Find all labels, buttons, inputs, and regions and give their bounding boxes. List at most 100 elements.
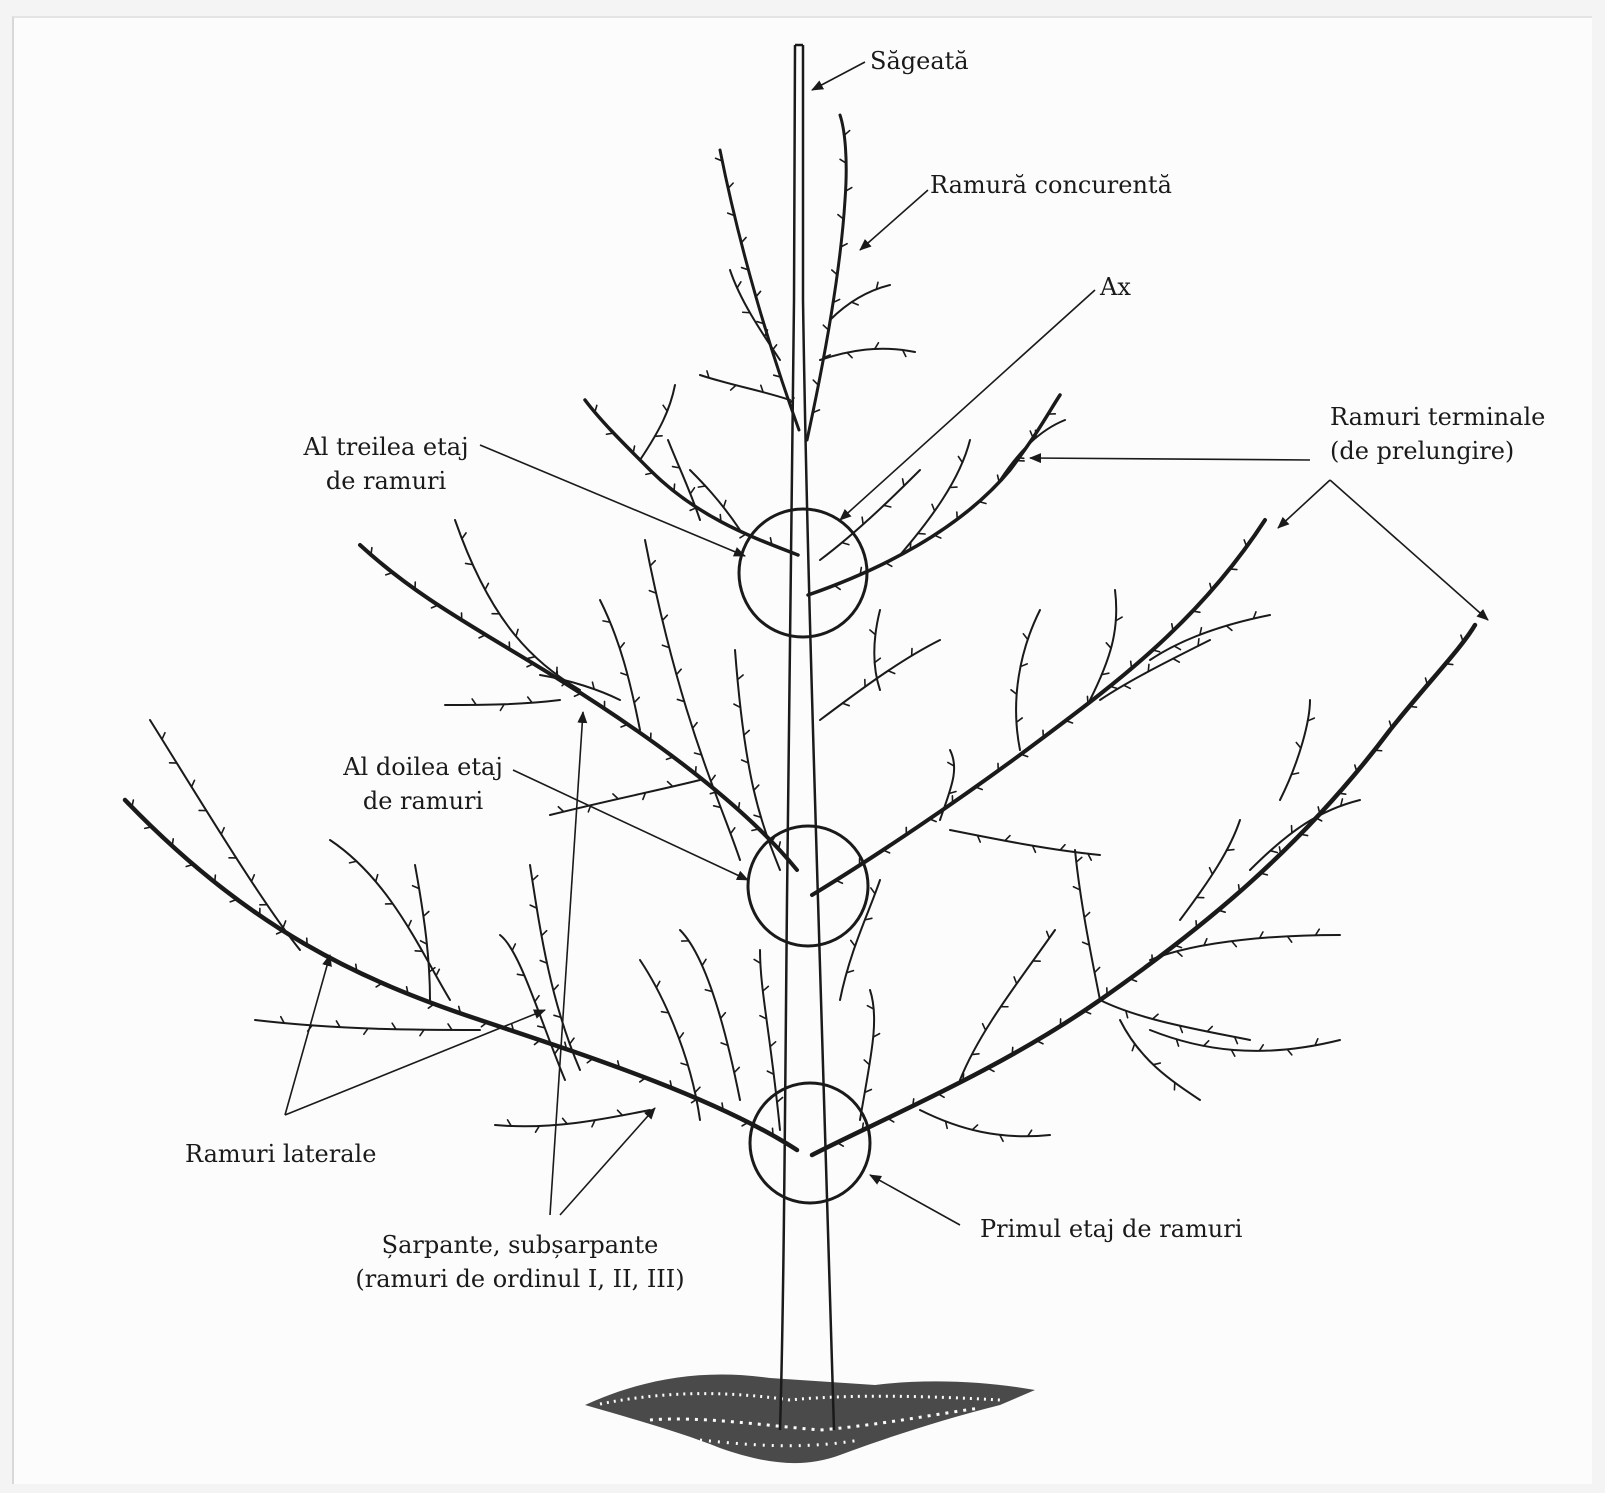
label-primul-etaj: Primul etaj de ramuri: [980, 1212, 1242, 1246]
bud-tick: [1014, 977, 1017, 984]
bud-tick: [1204, 1041, 1209, 1046]
bud-tick: [423, 912, 428, 917]
bud-tick: [1230, 569, 1237, 570]
bud-tick: [532, 876, 537, 881]
bud-tick: [595, 405, 597, 412]
bud-tick: [721, 1013, 726, 1019]
bud-tick: [738, 675, 744, 680]
bud-tick: [734, 1067, 739, 1072]
bud-tick: [1060, 845, 1065, 850]
bud-tick: [737, 282, 741, 288]
bud-tick: [885, 563, 891, 567]
bud-tick: [711, 775, 715, 781]
bud-tick: [172, 839, 173, 846]
bud-tick: [720, 515, 721, 522]
bud-tick: [1287, 1049, 1292, 1055]
bud-tick: [512, 944, 515, 951]
bud-tick: [555, 1048, 559, 1054]
bud-tick: [1374, 750, 1381, 751]
bud-tick: [553, 985, 558, 990]
bud-tick: [679, 1033, 683, 1039]
bud-tick: [485, 583, 488, 589]
bud-tick: [1177, 951, 1182, 956]
bud-tick: [620, 643, 624, 649]
bud-tick: [215, 875, 216, 882]
bud-tick: [972, 1054, 979, 1055]
trunk: [780, 45, 834, 1430]
bud-tick: [842, 703, 849, 705]
bud-tick: [617, 1110, 622, 1115]
bud-tick: [756, 291, 761, 296]
bud-tick: [1174, 646, 1180, 650]
bud-tick: [1087, 696, 1088, 703]
bud-tick: [462, 533, 466, 539]
bud-tick: [910, 542, 911, 549]
bud-tick: [563, 1118, 568, 1124]
bud-tick: [634, 697, 639, 702]
bud-tick: [251, 875, 254, 882]
bud-tick: [656, 981, 659, 987]
bud-tick: [862, 1123, 863, 1130]
bud-tick: [386, 573, 393, 575]
bud-tick: [864, 1060, 869, 1065]
bud-tick: [871, 888, 875, 894]
bud-tick: [1084, 913, 1089, 918]
bud-tick: [558, 807, 563, 812]
bud-tick: [408, 921, 411, 928]
bud-tick: [1296, 743, 1301, 749]
bud-tick: [356, 964, 357, 971]
bud-tick: [436, 969, 439, 975]
bud-tick: [724, 500, 726, 507]
bud-tick: [376, 875, 378, 882]
bud-tick: [415, 951, 422, 952]
label-sageata: Săgeată: [870, 44, 969, 78]
bud-tick: [884, 505, 891, 507]
bud-tick: [666, 757, 673, 759]
bud-tick: [963, 1074, 964, 1081]
tier-3-circle: [739, 509, 867, 637]
bud-ticks: [132, 131, 1463, 1147]
bud-tick: [888, 671, 895, 674]
bud-tick: [842, 543, 849, 545]
bud-tick: [1110, 686, 1117, 688]
bud-tick: [738, 803, 739, 810]
bud-tick: [192, 780, 195, 787]
bud-tick: [1124, 685, 1130, 688]
bud-tick: [1005, 836, 1010, 841]
bud-tick: [1409, 706, 1416, 707]
bud-tick: [847, 353, 852, 358]
bud-tick: [1095, 967, 1100, 972]
bud-tick: [1173, 659, 1179, 663]
tier-1-circle: [750, 1083, 870, 1203]
bud-tick: [690, 488, 694, 494]
bud-tick: [1023, 634, 1027, 640]
bud-tick: [695, 767, 696, 774]
bud-tick: [1035, 430, 1036, 437]
bud-tick: [862, 517, 863, 524]
bud-tick: [1132, 1044, 1134, 1051]
bud-tick: [650, 561, 655, 566]
label-ramuri-laterale: Ramuri laterale: [185, 1137, 376, 1171]
bud-tick: [1175, 945, 1182, 947]
label-al-treilea-etaj: Al treilea etajde ramuri: [288, 430, 484, 498]
bud-tick: [870, 630, 875, 635]
bud-tick: [676, 669, 681, 674]
bud-tick: [613, 794, 618, 799]
bud-tick: [1012, 1047, 1013, 1054]
bud-tick: [1066, 721, 1073, 723]
bud-tick: [1153, 1014, 1158, 1019]
bud-tick: [851, 940, 855, 946]
bud-tick: [516, 629, 518, 636]
bud-tick: [542, 931, 547, 936]
bud-tick: [1076, 857, 1082, 862]
bud-tick: [744, 730, 749, 735]
bud-tick: [695, 1087, 700, 1092]
bud-tick: [1047, 931, 1050, 938]
bud-tick: [754, 785, 759, 790]
bud-tick: [698, 486, 705, 487]
bud-tick: [1011, 690, 1017, 694]
bud-tick: [1017, 457, 1024, 458]
bud-tick: [1270, 851, 1277, 853]
bud-tick: [1446, 664, 1453, 665]
